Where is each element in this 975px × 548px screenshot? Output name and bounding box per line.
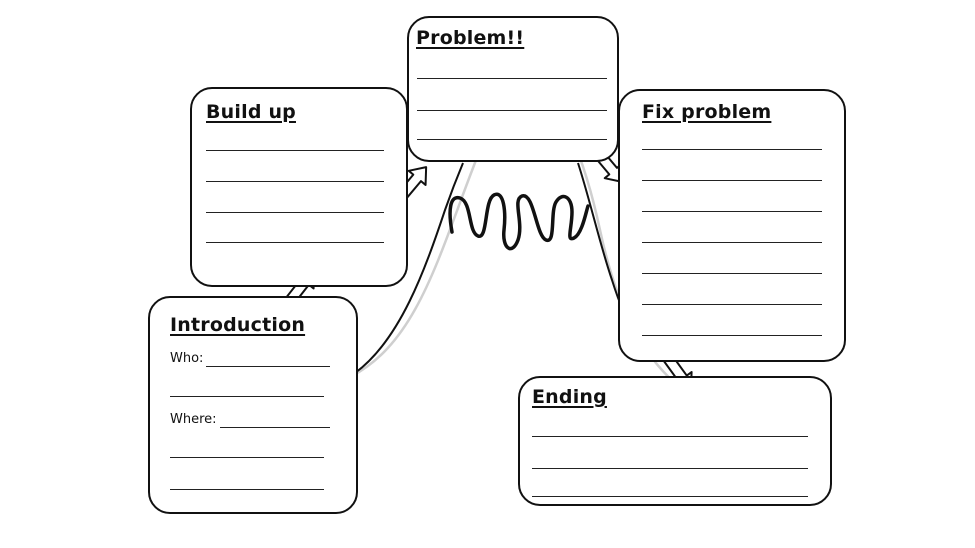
- problem-title: Problem!!: [416, 27, 525, 49]
- ending-box: Ending: [518, 376, 832, 506]
- writing-line[interactable]: [417, 139, 607, 140]
- writing-line[interactable]: [206, 242, 384, 243]
- writing-line[interactable]: [532, 468, 808, 469]
- writing-line[interactable]: [206, 181, 384, 182]
- who-line[interactable]: [206, 366, 330, 367]
- writing-line[interactable]: [417, 110, 607, 111]
- where-label: Where:: [170, 412, 217, 427]
- problem-box: Problem!!: [407, 16, 619, 162]
- introduction-title: Introduction: [170, 314, 306, 336]
- writing-line[interactable]: [417, 78, 607, 79]
- fix-problem-title: Fix problem: [642, 101, 772, 123]
- writing-line[interactable]: [532, 436, 808, 437]
- writing-line[interactable]: [170, 457, 324, 458]
- writing-line[interactable]: [642, 304, 822, 305]
- introduction-box: Introduction Who: Where:: [148, 296, 358, 514]
- writing-line[interactable]: [642, 149, 822, 150]
- writing-line[interactable]: [642, 242, 822, 243]
- who-label: Who:: [170, 351, 204, 366]
- writing-line[interactable]: [642, 180, 822, 181]
- ending-title: Ending: [532, 386, 607, 408]
- writing-line[interactable]: [642, 211, 822, 212]
- wavy-scribble: [448, 192, 590, 251]
- writing-line[interactable]: [170, 396, 324, 397]
- fix-problem-box: Fix problem: [618, 89, 846, 362]
- writing-line[interactable]: [532, 496, 808, 497]
- where-line[interactable]: [220, 427, 330, 428]
- writing-line[interactable]: [170, 489, 324, 490]
- writing-line[interactable]: [206, 212, 384, 213]
- build-up-title: Build up: [206, 101, 296, 123]
- writing-line[interactable]: [642, 273, 822, 274]
- build-up-box: Build up: [190, 87, 408, 287]
- writing-line[interactable]: [642, 335, 822, 336]
- mountain-left-slope: [354, 162, 464, 374]
- writing-line[interactable]: [206, 150, 384, 151]
